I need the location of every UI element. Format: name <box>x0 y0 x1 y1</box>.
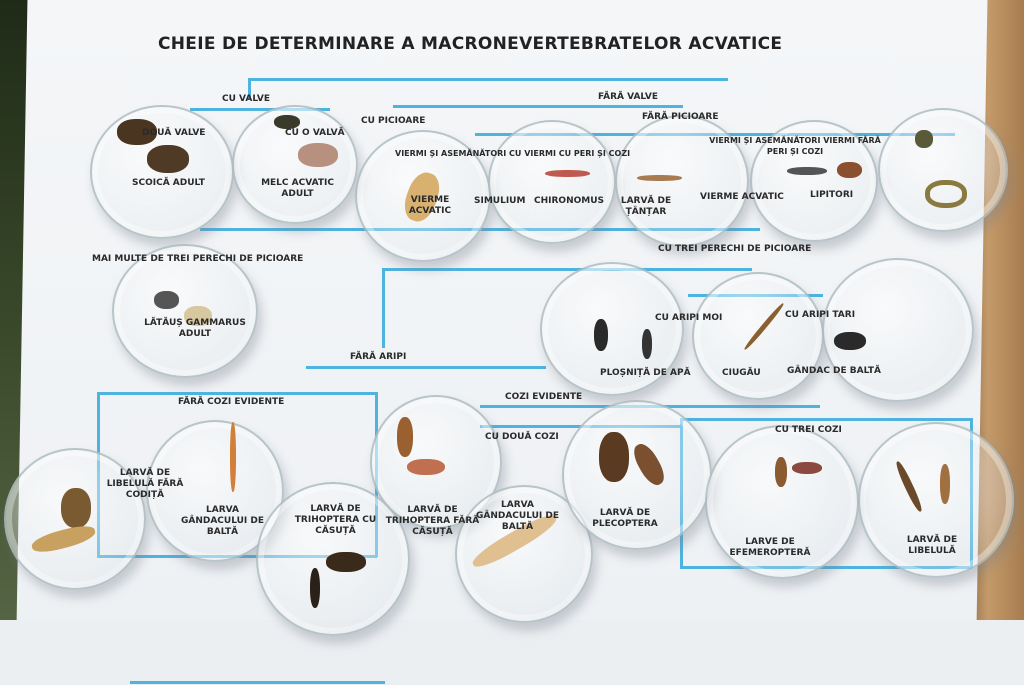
branch-label: VIERMI ȘI ASEMĂNĂTORI VIERMI FĂRĂ PERI Ș… <box>709 136 881 156</box>
branch-label: CU ARIPI TARI <box>785 310 856 320</box>
species-label: CHIRONOMUS <box>534 196 604 206</box>
tree-line <box>97 392 375 395</box>
branch-label: CU PICIOARE <box>361 116 426 126</box>
petri-dish-worms <box>878 108 1008 232</box>
branch-label: CU VALVE <box>222 94 270 104</box>
petri-dish-libelula <box>4 448 146 590</box>
species-label: SCOICĂ ADULT <box>132 178 205 188</box>
branch-label: CU ARIPI MOI <box>655 313 723 323</box>
tree-line <box>382 268 752 271</box>
branch-label: CU DOUĂ COZI <box>485 432 559 442</box>
petri-dish-lipitori <box>750 120 878 242</box>
branch-label: FĂRĂ COZI EVIDENTE <box>178 397 285 407</box>
petri-dish-plecoptera <box>562 400 712 550</box>
petri-dish-libelula-2 <box>858 422 1014 578</box>
branch-label: DOUĂ VALVE <box>142 128 206 138</box>
second-sheet <box>0 620 1024 685</box>
branch-label: FĂRĂ ARIPI <box>350 352 407 362</box>
tree-line <box>130 681 385 684</box>
branch-label: MAI MULTE DE TREI PERECHI DE PICIOARE <box>92 254 304 264</box>
species-label: CIUGĂU <box>722 368 761 378</box>
branch-label: CU TREI PERECHI DE PICIOARE <box>658 244 812 254</box>
species-label: LARVĂ DE LIBELULĂ FĂRĂ CODIȚĂ <box>106 468 184 500</box>
petri-dish-tantar <box>615 115 749 247</box>
species-label: GÂNDAC DE BALTĂ <box>787 366 881 376</box>
petri-dish-gammarus <box>112 244 258 378</box>
species-label: VIERME ACVATIC <box>700 192 784 202</box>
tree-line <box>680 418 970 421</box>
branch-label: FĂRĂ PICIOARE <box>642 112 719 122</box>
species-label: LARVE DE EFEMEROPTERĂ <box>729 537 811 558</box>
petri-dish-trihoptera-casuta <box>256 482 410 636</box>
tree-line <box>190 108 330 111</box>
species-label: LARVĂ DE ȚÂNȚAR <box>620 196 672 217</box>
petri-dish-ciugau <box>692 272 824 400</box>
petri-dish-gandac-balta <box>822 258 974 402</box>
poster-title: CHEIE DE DETERMINARE A MACRONEVERTEBRATE… <box>158 34 783 54</box>
petri-dish-melc <box>232 105 358 224</box>
petri-dish-plosnita <box>540 262 684 396</box>
branch-label: FĂRĂ VALVE <box>598 92 659 102</box>
species-label: SIMULIUM <box>474 196 526 206</box>
tree-line <box>306 366 546 369</box>
petri-dish-scoica <box>90 105 234 239</box>
branch-label: CU O VALVĂ <box>285 128 345 138</box>
species-label: MELC ACVATIC ADULT <box>261 178 334 199</box>
species-label: VIERME ACVATIC <box>408 195 452 216</box>
species-label: LARVĂ DE TRIHOPTERA CU CĂSUȚĂ <box>294 504 377 536</box>
species-label: LARVA GÂNDACULUI DE BALTĂ <box>475 500 560 532</box>
petri-dish-chironomus <box>488 120 616 244</box>
species-label: LARVĂ DE LIBELULĂ <box>906 535 958 556</box>
species-label: LARVA GÂNDACULUI DE BALTĂ <box>180 505 265 537</box>
branch-label: CU TREI COZI <box>775 425 842 435</box>
tree-line <box>248 78 251 100</box>
species-label: LIPITORI <box>810 190 854 200</box>
tree-line <box>248 78 728 81</box>
tree-line <box>680 566 972 569</box>
branch-label: VIERMI ȘI ASEMĂNĂTORI CU VIERMI CU PERI … <box>395 149 631 158</box>
species-label: LARVĂ DE TRIHOPTERA FĂRĂ CĂSUȚĂ <box>385 505 480 537</box>
tree-line <box>393 105 683 108</box>
tree-line <box>382 268 385 348</box>
petri-dish-efemeroptera <box>705 425 859 579</box>
species-label: PLOȘNIȚĂ DE APĂ <box>600 368 691 378</box>
branch-label: COZI EVIDENTE <box>505 392 583 402</box>
species-label: LARVĂ DE PLECOPTERA <box>592 508 658 529</box>
species-label: LĂTĂUȘ GAMMARUS ADULT <box>144 318 246 339</box>
